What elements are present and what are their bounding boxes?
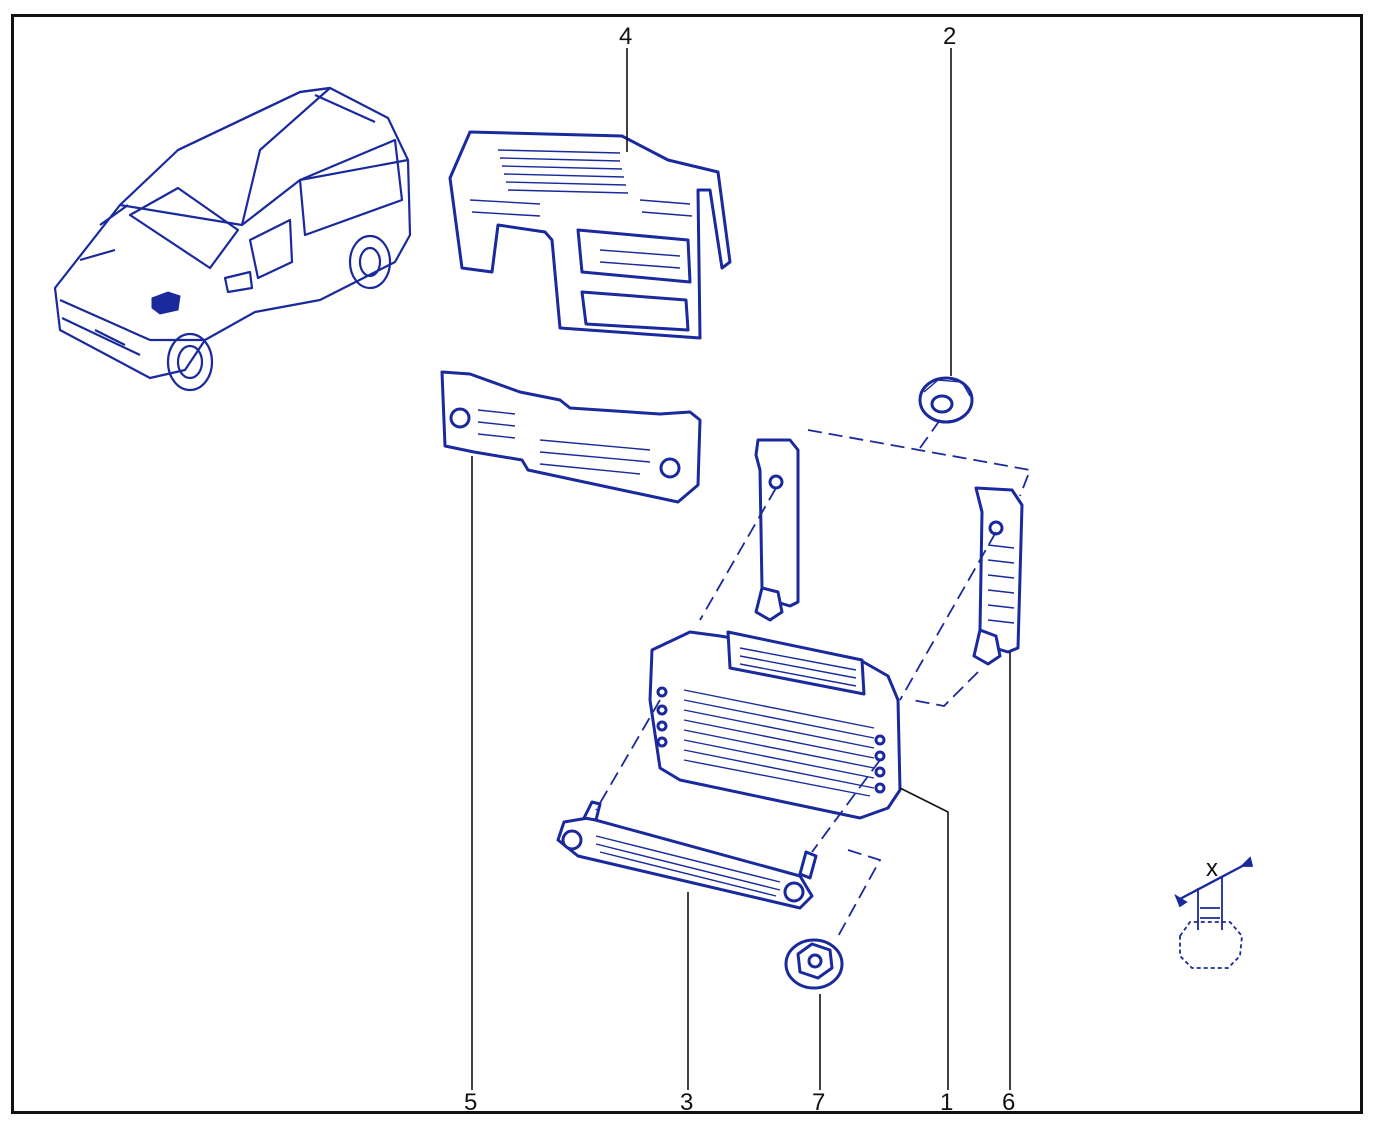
part-6-left-support-arm: [754, 438, 800, 622]
part-4-upper-cover: [448, 130, 732, 340]
part-6-right-support-arm: [972, 486, 1024, 666]
part-2-nut: [918, 376, 974, 424]
assembly-dash-lines: [595, 419, 1032, 941]
callout-4: 4: [619, 23, 632, 50]
leader-lines: [471, 48, 1011, 1090]
callout-7: 7: [812, 1089, 825, 1116]
part-3-lower-strap: [556, 800, 818, 910]
callout-1: 1: [940, 1089, 953, 1116]
vehicle-van-illustration: [53, 86, 412, 392]
part-7-flange-nut: [784, 938, 844, 990]
part-5-lower-bracket: [440, 370, 702, 504]
torque-symbol-icon: [1174, 856, 1254, 969]
part-1-ecu-module: [648, 630, 902, 820]
callout-3: 3: [680, 1089, 693, 1116]
ecu-location-marker: [151, 291, 181, 315]
torque-symbol-label: x: [1206, 855, 1218, 882]
callout-6: 6: [1002, 1089, 1015, 1116]
callout-5: 5: [464, 1089, 477, 1116]
callout-2: 2: [943, 23, 956, 50]
